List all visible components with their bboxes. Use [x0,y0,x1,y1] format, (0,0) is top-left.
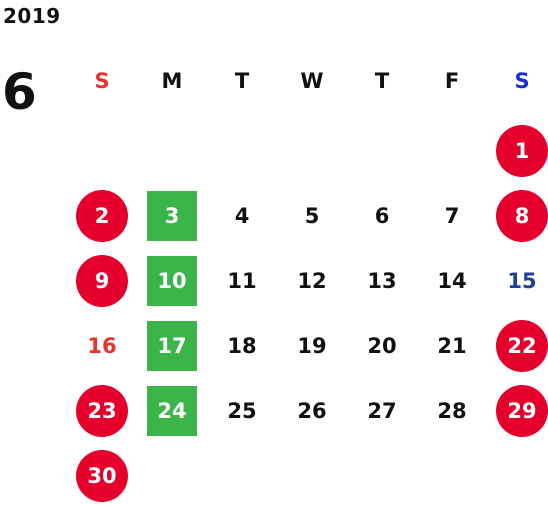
weekday-wed: W [300,69,324,93]
day-number: 12 [297,269,327,293]
day-cell-18[interactable]: 18 [207,316,277,376]
day-number: 8 [514,204,530,228]
day-number: 21 [437,334,467,358]
day-number: 29 [507,399,537,423]
day-cell-8[interactable]: 8 [487,186,548,246]
day-cell-13[interactable]: 13 [347,251,417,311]
day-cell-24[interactable]: 24 [137,381,207,441]
day-cell-23[interactable]: 23 [67,381,137,441]
day-cell-4[interactable]: 4 [207,186,277,246]
day-cell-11[interactable]: 11 [207,251,277,311]
day-number: 26 [297,399,327,423]
day-cell-15[interactable]: 15 [487,251,548,311]
day-cell-29[interactable]: 29 [487,381,548,441]
day-cell-17[interactable]: 17 [137,316,207,376]
day-number: 18 [227,334,257,358]
day-number: 7 [444,204,460,228]
day-cell-28[interactable]: 28 [417,381,487,441]
day-number: 13 [367,269,397,293]
weekday-fri: F [444,69,460,93]
weekday-tue: T [234,69,250,93]
day-number: 14 [437,269,467,293]
weekday-mon: M [161,69,183,93]
day-number: 15 [507,269,537,293]
year-label: 2019 [3,4,61,28]
day-cell-6[interactable]: 6 [347,186,417,246]
weekday-sat: S [514,69,530,93]
day-cell-9[interactable]: 9 [67,251,137,311]
day-cell-30[interactable]: 30 [67,446,137,506]
day-number: 6 [374,204,390,228]
day-cell-16[interactable]: 16 [67,316,137,376]
day-number: 1 [514,139,530,163]
weekday-thu: T [374,69,390,93]
day-number: 10 [157,269,187,293]
month-number: 6 [2,63,37,121]
day-number: 17 [157,334,187,358]
weekday-sun: S [94,69,110,93]
day-cell-10[interactable]: 10 [137,251,207,311]
day-number: 23 [87,399,117,423]
day-cell-12[interactable]: 12 [277,251,347,311]
day-cell-27[interactable]: 27 [347,381,417,441]
day-cell-7[interactable]: 7 [417,186,487,246]
day-number: 11 [227,269,257,293]
day-cell-21[interactable]: 21 [417,316,487,376]
day-cell-20[interactable]: 20 [347,316,417,376]
day-cell-2[interactable]: 2 [67,186,137,246]
day-cell-5[interactable]: 5 [277,186,347,246]
day-cell-25[interactable]: 25 [207,381,277,441]
day-number: 27 [367,399,397,423]
day-number: 16 [87,334,117,358]
day-cell-22[interactable]: 22 [487,316,548,376]
day-number: 19 [297,334,327,358]
day-number: 5 [304,204,320,228]
day-number: 22 [507,334,537,358]
day-cell-1[interactable]: 1 [487,121,548,181]
day-number: 30 [87,464,117,488]
day-cell-3[interactable]: 3 [137,186,207,246]
day-number: 25 [227,399,257,423]
day-number: 9 [94,269,110,293]
day-number: 28 [437,399,467,423]
day-number: 2 [94,204,110,228]
day-cell-19[interactable]: 19 [277,316,347,376]
day-number: 3 [164,204,180,228]
day-number: 20 [367,334,397,358]
day-cell-14[interactable]: 14 [417,251,487,311]
day-number: 4 [234,204,250,228]
day-number: 24 [157,399,187,423]
day-cell-26[interactable]: 26 [277,381,347,441]
